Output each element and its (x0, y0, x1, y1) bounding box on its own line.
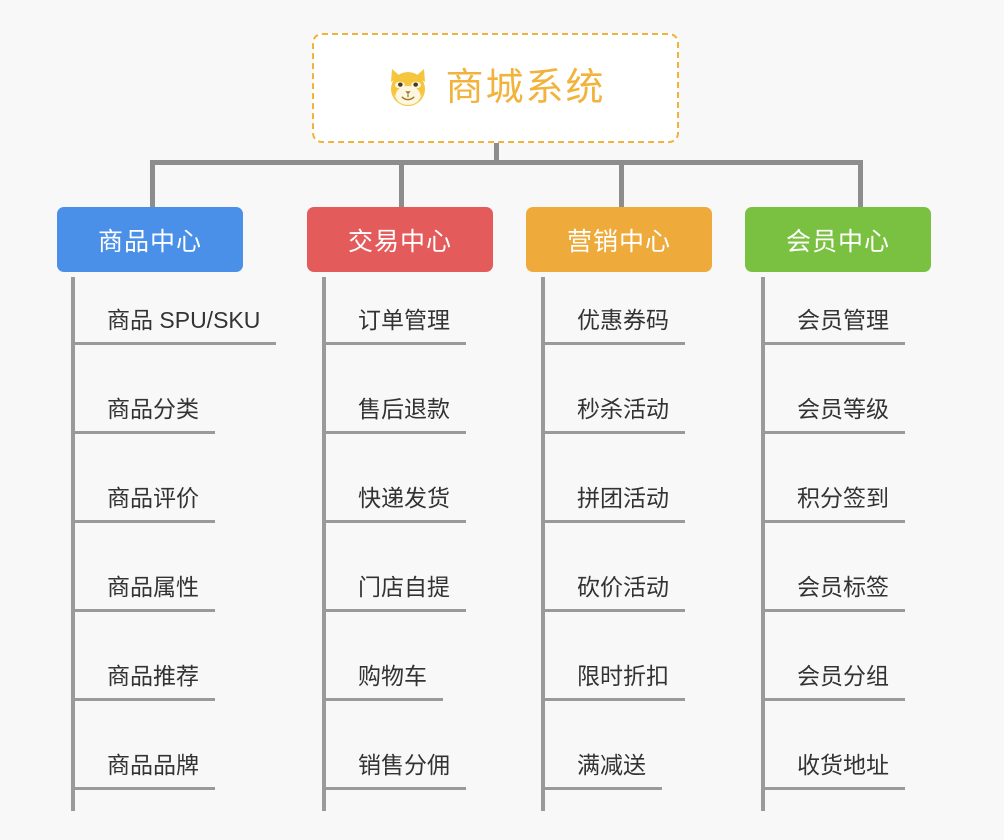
leaf-item[interactable]: 快递发货 (326, 467, 466, 523)
branch-bus-line (150, 160, 863, 165)
root-node[interactable]: 商城系统 (312, 33, 679, 143)
leaf-item[interactable]: 商品 SPU/SKU (75, 289, 277, 345)
leaf-label: 购物车 (326, 663, 443, 701)
branch-drop-line-2 (399, 160, 404, 208)
category-box-1[interactable]: 商品中心 (57, 207, 243, 272)
leaf-label: 会员分组 (765, 663, 905, 701)
category-label-4: 会员中心 (785, 227, 890, 256)
leaf-label: 商品 SPU/SKU (75, 307, 277, 345)
leaf-item[interactable]: 砍价活动 (545, 556, 685, 612)
leaf-item[interactable]: 商品品牌 (75, 734, 215, 790)
leaf-item[interactable]: 售后退款 (326, 378, 466, 434)
category-box-3[interactable]: 营销中心 (526, 207, 712, 272)
leaf-item[interactable]: 商品分类 (75, 378, 215, 434)
leaf-label: 商品分类 (75, 396, 215, 434)
leaf-item[interactable]: 优惠券码 (545, 289, 685, 345)
branch-drop-line-1 (150, 160, 155, 208)
leaf-label: 商品品牌 (75, 752, 215, 790)
leaf-item[interactable]: 商品评价 (75, 467, 215, 523)
leaf-label: 商品评价 (75, 485, 215, 523)
dog-face-icon (385, 65, 431, 111)
leaf-label: 积分签到 (765, 485, 905, 523)
leaf-item[interactable]: 会员管理 (765, 289, 905, 345)
leaf-item[interactable]: 购物车 (326, 645, 443, 701)
leaf-item[interactable]: 商品属性 (75, 556, 215, 612)
leaf-item[interactable]: 会员标签 (765, 556, 905, 612)
leaf-item[interactable]: 积分签到 (765, 467, 905, 523)
leaf-label: 销售分佣 (326, 752, 466, 790)
leaf-item[interactable]: 秒杀活动 (545, 378, 685, 434)
leaf-label: 优惠券码 (545, 307, 685, 345)
category-label-2: 交易中心 (347, 227, 452, 256)
branch-trunk-2 (322, 277, 326, 811)
branch-drop-line-3 (619, 160, 624, 208)
leaf-label: 商品推荐 (75, 663, 215, 701)
leaf-label: 限时折扣 (545, 663, 685, 701)
root-stem-line (494, 143, 499, 165)
branch-trunk-4 (761, 277, 765, 811)
leaf-label: 拼团活动 (545, 485, 685, 523)
leaf-item[interactable]: 会员分组 (765, 645, 905, 701)
leaf-label: 门店自提 (326, 574, 466, 612)
category-box-4[interactable]: 会员中心 (745, 207, 931, 272)
leaf-item[interactable]: 销售分佣 (326, 734, 466, 790)
category-label-1: 商品中心 (97, 227, 202, 256)
leaf-label: 砍价活动 (545, 574, 685, 612)
leaf-item[interactable]: 拼团活动 (545, 467, 685, 523)
leaf-item[interactable]: 会员等级 (765, 378, 905, 434)
leaf-label: 会员标签 (765, 574, 905, 612)
category-label-3: 营销中心 (566, 227, 671, 256)
leaf-label: 秒杀活动 (545, 396, 685, 434)
leaf-item[interactable]: 商品推荐 (75, 645, 215, 701)
leaf-label: 售后退款 (326, 396, 466, 434)
leaf-label: 会员管理 (765, 307, 905, 345)
leaf-label: 会员等级 (765, 396, 905, 434)
leaf-label: 快递发货 (326, 485, 466, 523)
leaf-item[interactable]: 订单管理 (326, 289, 466, 345)
category-box-2[interactable]: 交易中心 (307, 207, 493, 272)
branch-trunk-1 (71, 277, 75, 811)
leaf-item[interactable]: 满减送 (545, 734, 662, 790)
branch-drop-line-4 (858, 160, 863, 208)
leaf-label: 满减送 (545, 752, 662, 790)
leaf-item[interactable]: 限时折扣 (545, 645, 685, 701)
leaf-item[interactable]: 收货地址 (765, 734, 905, 790)
root-title: 商城系统 (445, 67, 606, 109)
leaf-label: 商品属性 (75, 574, 215, 612)
leaf-label: 收货地址 (765, 752, 905, 790)
leaf-label: 订单管理 (326, 307, 466, 345)
branch-trunk-3 (541, 277, 545, 811)
leaf-item[interactable]: 门店自提 (326, 556, 466, 612)
